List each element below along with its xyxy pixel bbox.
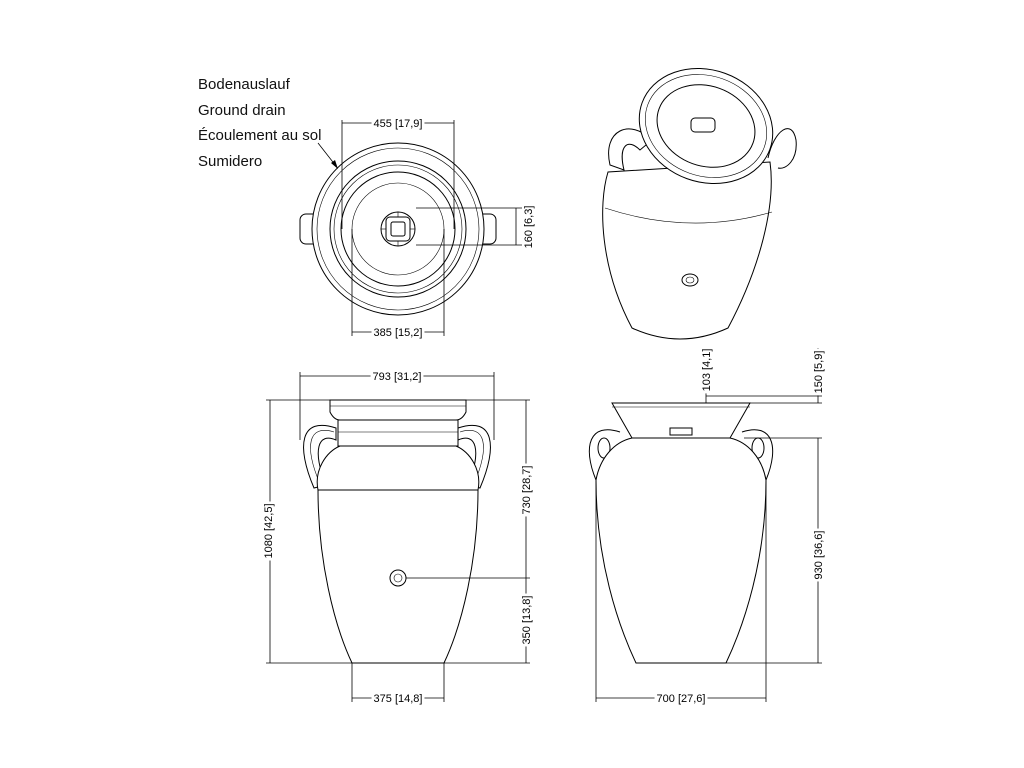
dim-front-base: 375 [14,8] — [374, 693, 423, 705]
side-view — [588, 348, 822, 702]
dim-top-inner: 385 [15,2] — [374, 327, 423, 339]
dim-front-width: 793 [31,2] — [373, 371, 422, 383]
legend-label-fr: Écoulement au sol — [198, 127, 322, 144]
dim-front-outlet: 350 [13,8] — [521, 596, 533, 645]
dim-top-outer: 455 [17,9] — [374, 118, 423, 130]
dim-side-height: 930 [36,6] — [813, 531, 825, 580]
front-right-handle — [457, 424, 491, 489]
front-body — [317, 489, 479, 664]
drain-legend: Bodenauslauf Ground drain Écoulement au … — [198, 72, 321, 174]
dim-side-top-depth: 103 [4,1] — [701, 349, 713, 392]
legend-label-es: Sumidero — [198, 152, 263, 170]
front-left-handle — [303, 424, 337, 489]
dimension-labels: 455 [17,9] 385 [15,2] 160 [6,3] 793 [31,… — [262, 117, 826, 706]
legend-label-de: Bodenauslauf — [198, 76, 290, 93]
isometric-view — [602, 67, 797, 340]
front-rim — [329, 399, 467, 421]
dim-front-height: 1080 [42,5] — [263, 503, 275, 558]
legend-label-en: Ground drain — [198, 101, 286, 119]
side-body — [595, 437, 767, 664]
top-view — [299, 120, 522, 336]
dim-side-width: 700 [27,6] — [657, 693, 706, 705]
dim-front-body: 730 [28,7] — [521, 466, 533, 515]
dim-side-rim: 150 [5,9] — [813, 351, 825, 394]
isometric-body — [602, 161, 772, 340]
isometric-right-handle — [767, 128, 797, 169]
isometric-rim — [638, 67, 774, 185]
side-top-bowl — [611, 402, 751, 439]
top-view-outer-rim — [311, 142, 485, 316]
front-view — [266, 372, 530, 702]
isometric-outlet — [681, 273, 699, 287]
dim-top-offset: 160 [6,3] — [523, 206, 535, 249]
